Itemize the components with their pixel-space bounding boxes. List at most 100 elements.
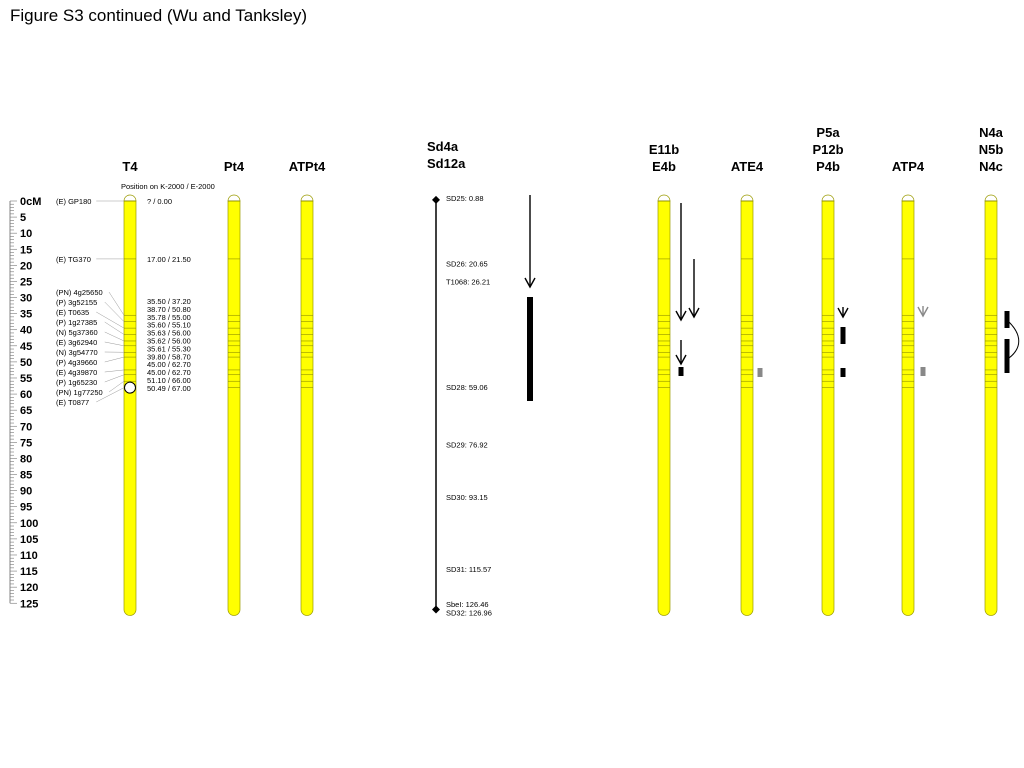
chromosome-body: [901, 200, 915, 616]
chromosome-label: N5b: [979, 142, 1004, 157]
chromosome-label: Pt4: [224, 159, 245, 174]
chromosome-label: E11b: [649, 142, 679, 157]
cm-scale: 0cM5101520253035404550556065707580859095…: [9, 196, 41, 610]
figure-title: Figure S3 continued (Wu and Tanksley): [10, 6, 308, 25]
marker-name: (E) T0635: [56, 308, 89, 317]
atp4-arrow: [917, 306, 929, 318]
t4-marker-annotations: (E) GP180 ? / 0.00 (E) TG370 17.00 / 21.50 (…: [56, 197, 191, 407]
marker-position: 38.70 / 50.80: [147, 305, 191, 314]
scale-tick-label: 25: [20, 276, 32, 288]
sd-marker-label: SD28: 59.06: [446, 383, 488, 392]
chromosome-body: [821, 200, 835, 616]
marker-position: 50.49 / 67.00: [147, 384, 191, 393]
p5a-arrow: [837, 307, 849, 319]
marker-position: 35.63 / 56.00: [147, 329, 191, 338]
scale-tick-label: 70: [20, 421, 32, 433]
atp4-block: [920, 367, 926, 376]
marker-position: 35.78 / 55.00: [147, 313, 191, 322]
p5a-block-lower: [840, 368, 846, 377]
marker-leader-line: [108, 381, 125, 393]
chromosome-label: P4b: [816, 159, 840, 174]
chromosome-body: [300, 200, 314, 616]
marker-leader-line: [104, 369, 125, 373]
chromosome-body: [984, 200, 998, 616]
e11b-arrow-short-head: [688, 307, 700, 319]
marker-position: ? / 0.00: [147, 197, 172, 206]
chromosome-body: [227, 200, 241, 616]
sd-marker-label: T1068: 26.21: [446, 277, 490, 286]
marker-name: (E) GP180: [56, 197, 91, 206]
scale-tick-label: 40: [20, 325, 32, 337]
marker-position: 45.00 / 62.70: [147, 368, 191, 377]
marker-position: 51.10 / 66.00: [147, 376, 191, 385]
sd-marker-label: SbeI: 126.46: [446, 600, 489, 609]
p5a-arrow-head: [837, 307, 849, 319]
marker-leader-line: [104, 374, 125, 383]
chromosome-label: ATE4: [731, 159, 764, 174]
marker-name: (E) T0877: [56, 398, 89, 407]
ate4-block: [757, 368, 763, 377]
sd-marker-label: SD31: 115.57: [446, 565, 491, 574]
marker-position: 17.00 / 21.50: [147, 255, 191, 264]
chromosome-label: E4b: [652, 159, 676, 174]
sd-marker-label: SD29: 76.92: [446, 441, 488, 450]
chromosome-body: [123, 200, 137, 616]
sd-marker-label: SD25: 0.88: [446, 194, 484, 203]
chromosome-label: P12b: [812, 142, 843, 157]
sd-marker-label: SD32: 126.96: [446, 609, 492, 618]
marker-name: (N) 3g54770: [56, 348, 98, 357]
scale-tick-label: 120: [20, 582, 38, 594]
marker-leader-line: [104, 321, 125, 335]
marker-leader-line: [104, 331, 125, 342]
marker-leader-line: [96, 311, 125, 329]
marker-leader-line: [96, 387, 125, 403]
marker-name: (N) 5g37360: [56, 328, 98, 337]
marker-name: (PN) 1g77250: [56, 388, 103, 397]
marker-position: 35.61 / 55.30: [147, 344, 191, 353]
position-header: Position on K-2000 / E-2000: [121, 182, 215, 191]
chromosome-cap: [300, 194, 314, 202]
sd-map-label: Sd4a: [427, 139, 459, 154]
chromosome-cap: [123, 194, 137, 202]
chromosome-pt4: Pt4: [224, 159, 245, 616]
chromosome-label: T4: [122, 159, 138, 174]
chromosome-label: ATPt4: [289, 159, 326, 174]
scale-tick-label: 35: [20, 309, 32, 321]
chromosome-t4: T4: [122, 159, 138, 616]
position-header-group: Position on K-2000 / E-2000: [121, 182, 215, 191]
marker-name: (E) TG370: [56, 255, 91, 264]
chromosome-body: [657, 200, 671, 616]
marker-position: 39.80 / 58.70: [147, 352, 191, 361]
marker-leader-line: [104, 341, 125, 347]
p5a-block-upper: [840, 327, 846, 344]
chromosome-label: N4a: [979, 125, 1004, 140]
scale-tick-label: 95: [20, 502, 32, 514]
scale-tick-label: 105: [20, 534, 38, 546]
marker-leader-line: [104, 356, 125, 363]
marker-name: (E) 4g39870: [56, 368, 97, 377]
scale-tick-label: 10: [20, 228, 32, 240]
n4a-bracket-curve: [1008, 321, 1020, 359]
scale-tick-label: 15: [20, 244, 32, 256]
marker-position: 35.60 / 55.10: [147, 321, 191, 330]
e11b-arrow-long: [675, 203, 687, 322]
synteny-annotations: [524, 195, 1020, 401]
sd-arrow-head: [524, 277, 536, 289]
marker-position: 35.62 / 56.00: [147, 337, 191, 346]
scale-tick-label: 115: [20, 566, 38, 578]
scale-tick-label: 100: [20, 518, 38, 530]
marker-name: (P) 4g39660: [56, 358, 97, 367]
scale-tick-label: 20: [20, 260, 32, 272]
atp4-arrow-head: [917, 306, 929, 318]
chromosome-cap: [901, 194, 915, 202]
marker-leader-line: [108, 291, 125, 316]
chromosome-label: ATP4: [892, 159, 925, 174]
sd-map-label: Sd12a: [427, 156, 466, 171]
sd-map-bottom-marker: [432, 605, 440, 614]
e11b-arrow-short: [688, 259, 700, 319]
